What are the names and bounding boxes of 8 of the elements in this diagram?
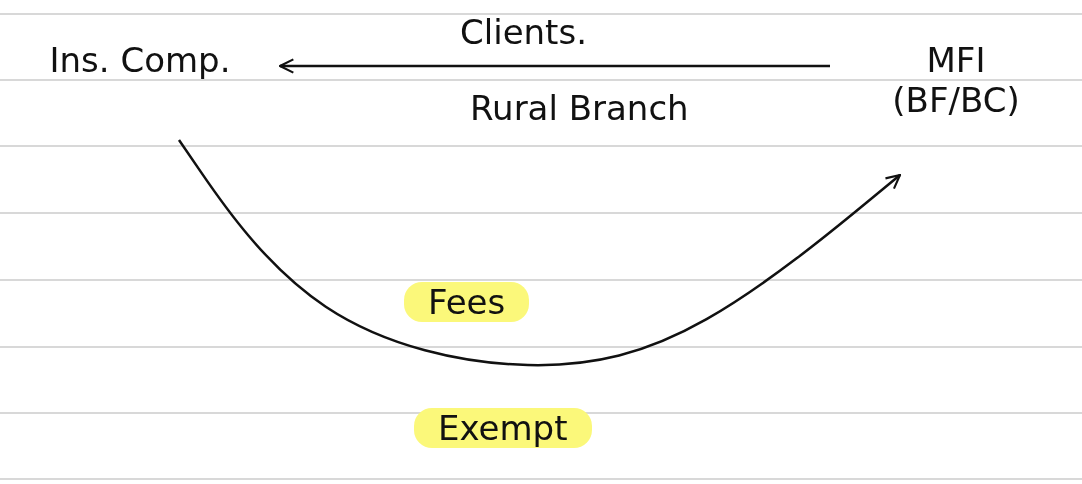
edge-label: Clients.: [460, 12, 587, 52]
arrow: [177, 139, 902, 367]
highlighted-note: Exempt: [414, 408, 592, 448]
node-label: Ins. Comp.: [10, 40, 270, 80]
node-label: MFI (BF/BC): [830, 40, 1082, 120]
highlighted-note: Fees: [404, 282, 530, 322]
arrow: [278, 58, 830, 74]
note: Rural Branch: [470, 88, 689, 128]
